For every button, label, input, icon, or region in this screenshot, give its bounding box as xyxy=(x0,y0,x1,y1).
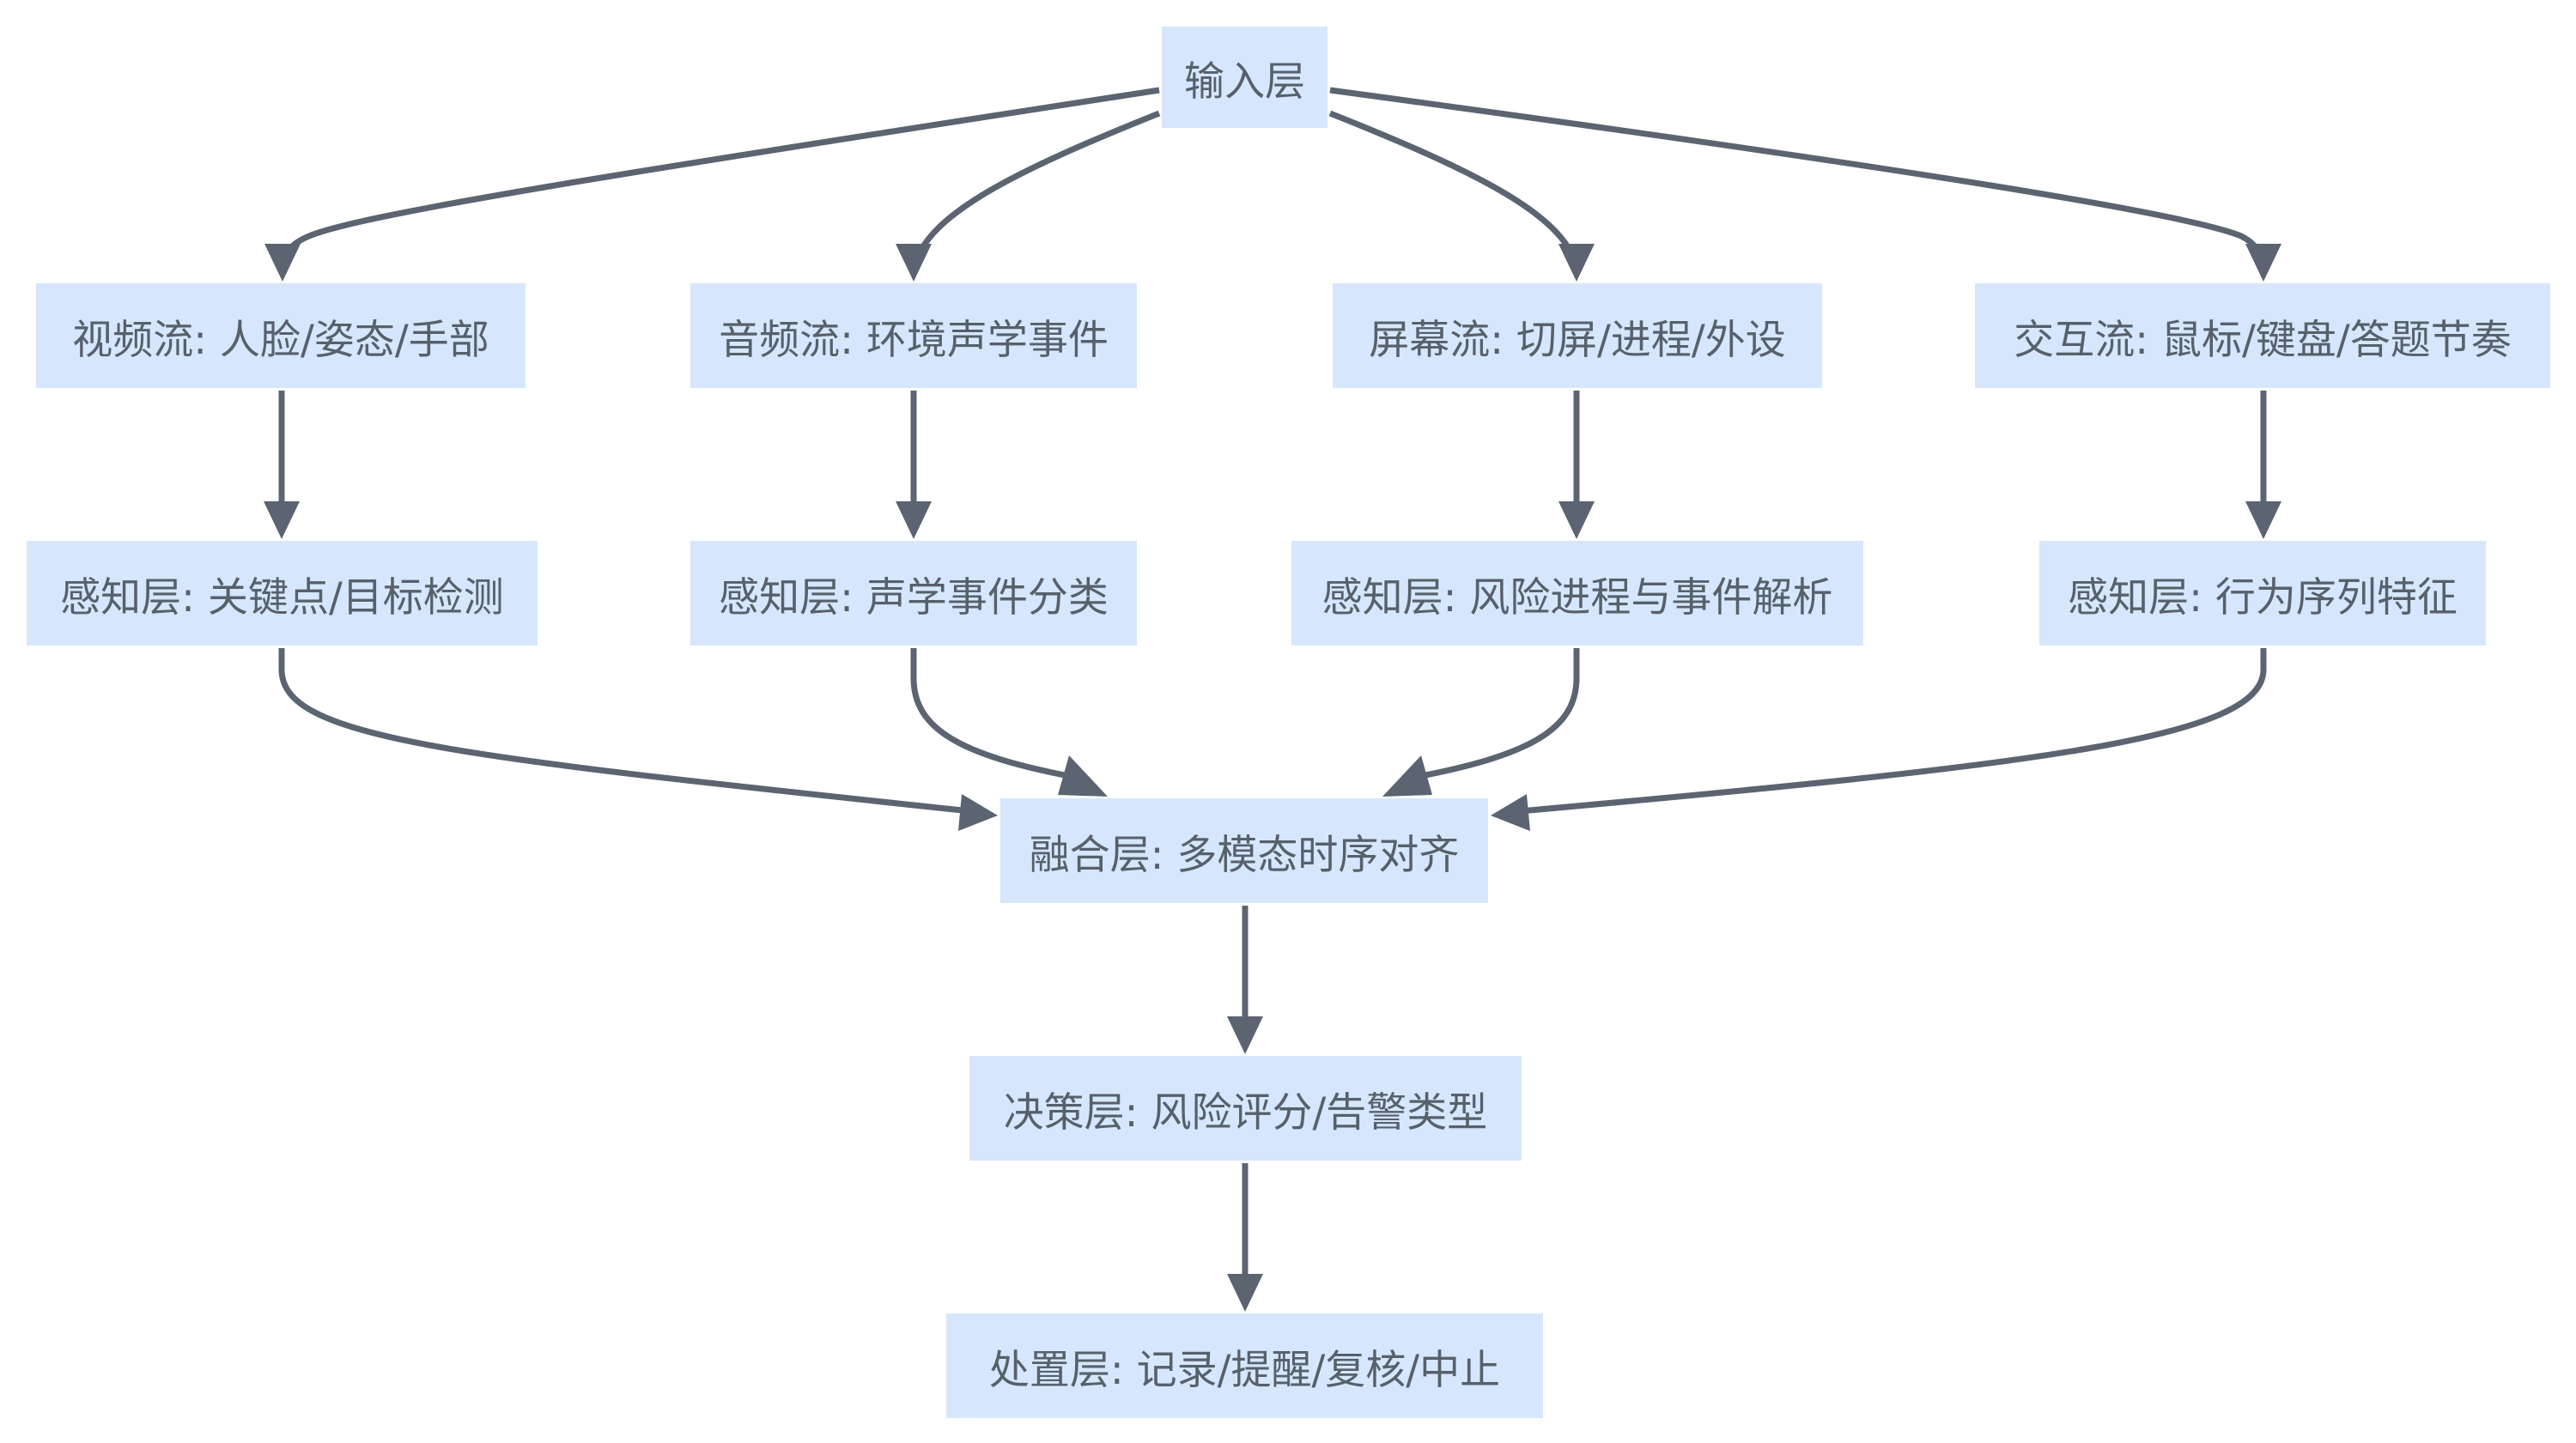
arrowhead-icon xyxy=(264,501,300,539)
arrowhead-icon xyxy=(896,501,932,539)
node-perception-audio: 感知层: 声学事件分类 xyxy=(690,541,1137,646)
arrowhead-icon xyxy=(958,794,998,831)
node-interaction-stream: 交互流: 鼠标/键盘/答题节奏 xyxy=(1975,283,2550,388)
node-perception-screen: 感知层: 风险进程与事件解析 xyxy=(1291,541,1863,646)
arrowhead-icon xyxy=(2245,244,2281,282)
edge-input-interact xyxy=(1329,87,2267,267)
arrowhead-icon xyxy=(1227,1016,1263,1054)
arrowhead-icon xyxy=(896,244,932,282)
arrowhead-icon xyxy=(2245,501,2281,539)
edge-input-video xyxy=(278,87,1160,267)
node-label: 感知层: 行为序列特征 xyxy=(2068,573,2458,621)
edge-input-audio xyxy=(911,110,1161,267)
edge-pinteract-fusion xyxy=(1519,648,2267,815)
node-label: 交互流: 鼠标/键盘/答题节奏 xyxy=(2014,316,2512,364)
node-label: 感知层: 声学事件分类 xyxy=(719,573,1109,621)
node-label: 视频流: 人脸/姿态/手部 xyxy=(72,316,489,364)
node-action-layer: 处置层: 记录/提醒/复核/中止 xyxy=(946,1313,1543,1418)
arrowhead-icon xyxy=(1558,244,1595,282)
node-video-stream: 视频流: 人脸/姿态/手部 xyxy=(36,283,526,388)
node-label: 屏幕流: 切屏/进程/外设 xyxy=(1369,316,1786,364)
arrowhead-icon xyxy=(1491,794,1530,831)
node-label: 感知层: 风险进程与事件解析 xyxy=(1321,573,1833,621)
node-perception-interaction: 感知层: 行为序列特征 xyxy=(2039,541,2486,646)
arrowhead-icon xyxy=(1382,755,1432,797)
node-label: 输入层 xyxy=(1184,58,1305,106)
node-screen-stream: 屏幕流: 切屏/进程/外设 xyxy=(1333,283,1822,388)
edge-paudio-fusion xyxy=(910,648,1074,780)
node-audio-stream: 音频流: 环境声学事件 xyxy=(690,283,1137,388)
node-label: 融合层: 多模态时序对齐 xyxy=(1029,831,1460,879)
arrowhead-icon xyxy=(1058,755,1108,797)
node-perception-video: 感知层: 关键点/目标检测 xyxy=(27,541,538,646)
node-fusion-layer: 融合层: 多模态时序对齐 xyxy=(1000,798,1488,903)
arrowhead-icon xyxy=(1558,501,1595,539)
node-label: 处置层: 记录/提醒/复核/中止 xyxy=(988,1346,1501,1394)
node-label: 决策层: 风险评分/告警类型 xyxy=(1003,1088,1488,1137)
node-label: 感知层: 关键点/目标检测 xyxy=(60,573,504,621)
node-decision-layer: 决策层: 风险评分/告警类型 xyxy=(969,1056,1522,1161)
node-label: 音频流: 环境声学事件 xyxy=(719,316,1109,364)
node-input-layer: 输入层 xyxy=(1162,27,1327,128)
edge-pscreen-fusion xyxy=(1416,648,1580,780)
arrowhead-icon xyxy=(1227,1274,1263,1312)
edge-pvideo-fusion xyxy=(278,648,971,815)
arrowhead-icon xyxy=(264,244,301,282)
edge-input-screen xyxy=(1328,110,1580,267)
